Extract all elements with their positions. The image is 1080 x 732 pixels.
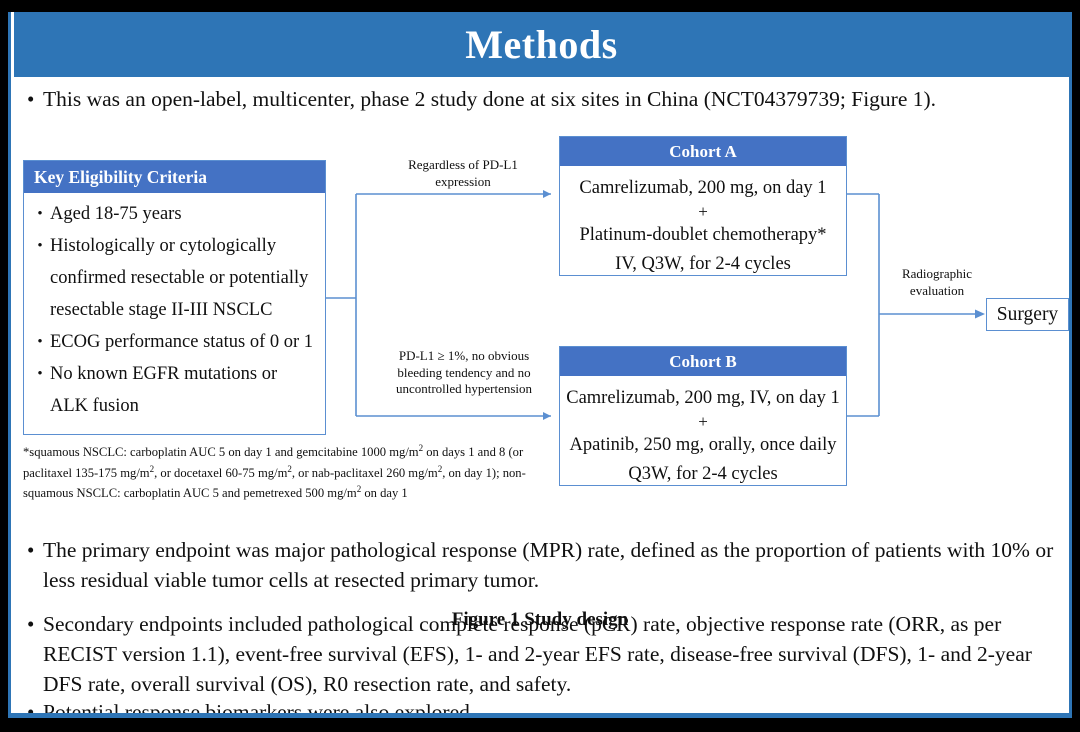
connector-label-line: bleeding tendency and no (397, 364, 531, 380)
footnote-line-1c: on days 1 and 8 (or (423, 445, 524, 460)
cohort-b-line-3: Q3W, for 2-4 cycles (628, 464, 778, 484)
bullet-marker-icon: • (27, 700, 35, 718)
bullet-marker-icon: • (37, 238, 43, 254)
list-item-label: resectable stage II-III NSCLC (50, 300, 273, 320)
connector-label-line: expression (435, 173, 491, 189)
lead-bullet-text: This was an open-label, multicenter, pha… (43, 87, 937, 111)
cohort-a-plus: + (698, 202, 708, 221)
cohort-a-line-1: Camrelizumab, 200 mg, on day 1 (579, 178, 827, 198)
connector-label-line: PD-L1 ≥ 1%, no obvious (398, 348, 530, 363)
cohort-b-line-1: Camrelizumab, 200 mg, IV, on day 1 (566, 388, 840, 408)
cohort-a-line-3: IV, Q3W, for 2-4 cycles (615, 254, 791, 274)
footnote-sup: 2 (149, 463, 155, 474)
endpoint-bullet-text-1: The primary endpoint was major pathologi… (43, 538, 1054, 592)
cohort-a-box: Cohort A Camrelizumab, 200 mg, on day 1 … (559, 136, 847, 276)
page-title: Methods (465, 22, 618, 67)
bullet-marker-icon: • (37, 206, 43, 222)
footnote-line-2g: , on day 1); non- (442, 465, 526, 480)
list-item-label: ALK fusion (50, 396, 139, 416)
surgery-label: Surgery (996, 303, 1059, 325)
lead-bullet-row: • This was an open-label, multicenter, p… (21, 84, 1061, 114)
footnote-line-2c: , or docetaxel 60-75 mg/m (154, 465, 288, 480)
connector-label-line: Radiographic (901, 266, 973, 281)
list-item: • Histologically or cytologically (30, 231, 321, 262)
cohort-a-header: Cohort A (560, 137, 846, 166)
footnote-sup: 2 (356, 484, 362, 495)
cohort-a-body: Camrelizumab, 200 mg, on day 1 + Platinu… (560, 166, 846, 279)
list-item-continuation: ALK fusion (30, 391, 321, 422)
bullet-marker-icon: • (27, 538, 35, 562)
slide-canvas: Methods • This was an open-label, multic… (8, 12, 1072, 718)
list-item-label: Histologically or cytologically (50, 236, 277, 256)
cohort-b-body: Camrelizumab, 200 mg, IV, on day 1 + Apa… (560, 376, 846, 489)
footnote-line-3a: squamous NSCLC: carboplatin AUC 5 and pe… (23, 486, 357, 501)
footnote-sup: 2 (418, 443, 424, 453)
list-item: • Aged 18-75 years (30, 199, 321, 230)
endpoint-bullet-text-2: Secondary endpoints included pathologica… (43, 612, 1032, 696)
list-item-continuation: confirmed resectable or potentially (30, 263, 321, 294)
connector-label-regardless: Regardless of PD-L1 expression (383, 157, 543, 190)
bullet-marker-icon: • (27, 87, 35, 111)
list-item-continuation: resectable stage II-III NSCLC (30, 295, 321, 326)
connector-label-line: evaluation (909, 282, 965, 298)
chemotherapy-footnote: *squamous NSCLC: carboplatin AUC 5 on da… (23, 440, 551, 502)
eligibility-criteria-box: Key Eligibility Criteria • Aged 18-75 ye… (23, 160, 326, 435)
eligibility-box-header: Key Eligibility Criteria (24, 161, 325, 193)
bullet-marker-icon: • (27, 612, 35, 636)
footnote-line-2e: , or nab-paclitaxel 260 mg/m (291, 465, 438, 480)
figure-caption: Figure 1 Study design (451, 609, 629, 630)
cohort-a-line-2: Platinum-doublet chemotherapy* (579, 225, 827, 245)
list-item-label: Aged 18-75 years (50, 204, 182, 224)
bullet-marker-icon: • (37, 334, 43, 350)
surgery-box: Surgery (986, 298, 1069, 331)
connector-label-line: uncontrolled hypertension (395, 381, 533, 396)
footnote-sup: 2 (287, 463, 292, 474)
connector-label-pdl1: PD-L1 ≥ 1%, no obvious bleeding tendency… (371, 348, 557, 398)
endpoint-bullet-row-3: • Potential response biomarkers were als… (21, 697, 921, 718)
cohort-b-box: Cohort B Camrelizumab, 200 mg, IV, on da… (559, 346, 847, 486)
cohort-b-plus: + (698, 412, 708, 431)
connector-label-line: Regardless of PD-L1 (408, 157, 518, 172)
endpoint-bullet-row-2: • Secondary endpoints included pathologi… (21, 609, 1061, 699)
footnote-line-2a: paclitaxel 135-175 mg/m (23, 465, 150, 480)
footnote-line-3c: on day 1 (361, 486, 408, 501)
footnote-line-1a: *squamous NSCLC: carboplatin AUC 5 on da… (23, 445, 419, 460)
study-design-figure: Key Eligibility Criteria • Aged 18-75 ye… (11, 124, 1069, 630)
endpoint-bullet-row-1: • The primary endpoint was major patholo… (21, 535, 1056, 595)
bullet-marker-icon: • (37, 366, 43, 382)
list-item-label: ECOG performance status of 0 or 1 (50, 332, 314, 352)
list-item: • ECOG performance status of 0 or 1 (30, 327, 321, 358)
connector-label-radiographic: Radiographic evaluation (889, 266, 985, 299)
endpoint-bullet-text-3: Potential response biomarkers were also … (43, 700, 476, 718)
cohort-b-line-2: Apatinib, 250 mg, orally, once daily (569, 435, 837, 455)
footnote-sup: 2 (437, 463, 443, 474)
slide-title-banner: Methods (14, 12, 1069, 77)
cohort-b-header: Cohort B (560, 347, 846, 376)
list-item: • No known EGFR mutations or (30, 359, 321, 390)
list-item-label: confirmed resectable or potentially (50, 268, 309, 288)
list-item-label: No known EGFR mutations or (50, 364, 278, 384)
eligibility-criteria-list: • Aged 18-75 years • Histologically or c… (24, 193, 325, 422)
